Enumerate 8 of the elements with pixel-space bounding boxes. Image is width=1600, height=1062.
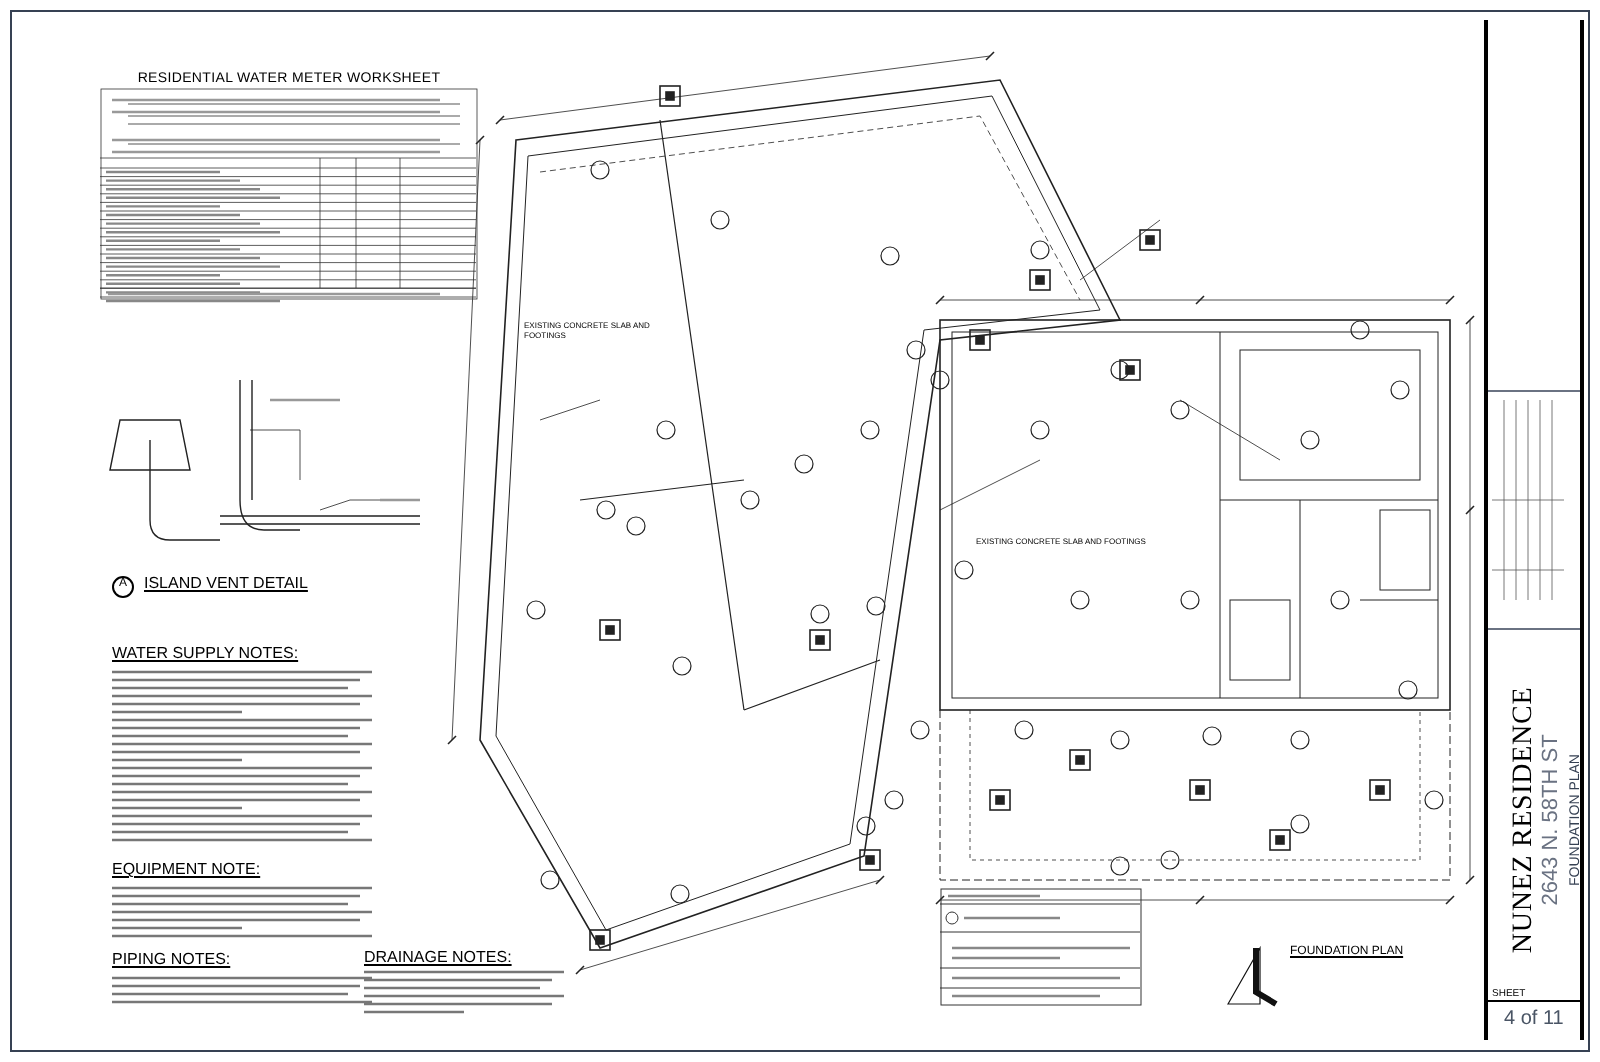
address-text: 2643 N. 58TH ST [1541,734,1563,906]
notes-heading: EQUIPMENT NOTE: [112,860,263,880]
sheet-number: 4 of 11 [1504,1008,1566,1033]
detail-title: ISLAND VENT DETAIL [144,574,310,594]
project-title: NUNEZ RESIDENCE [1507,686,1541,954]
notes-heading: DRAINAGE NOTES: [364,948,514,968]
notes-heading: PIPING NOTES: [112,950,233,970]
notes-heading: WATER SUPPLY NOTES: [112,644,301,664]
